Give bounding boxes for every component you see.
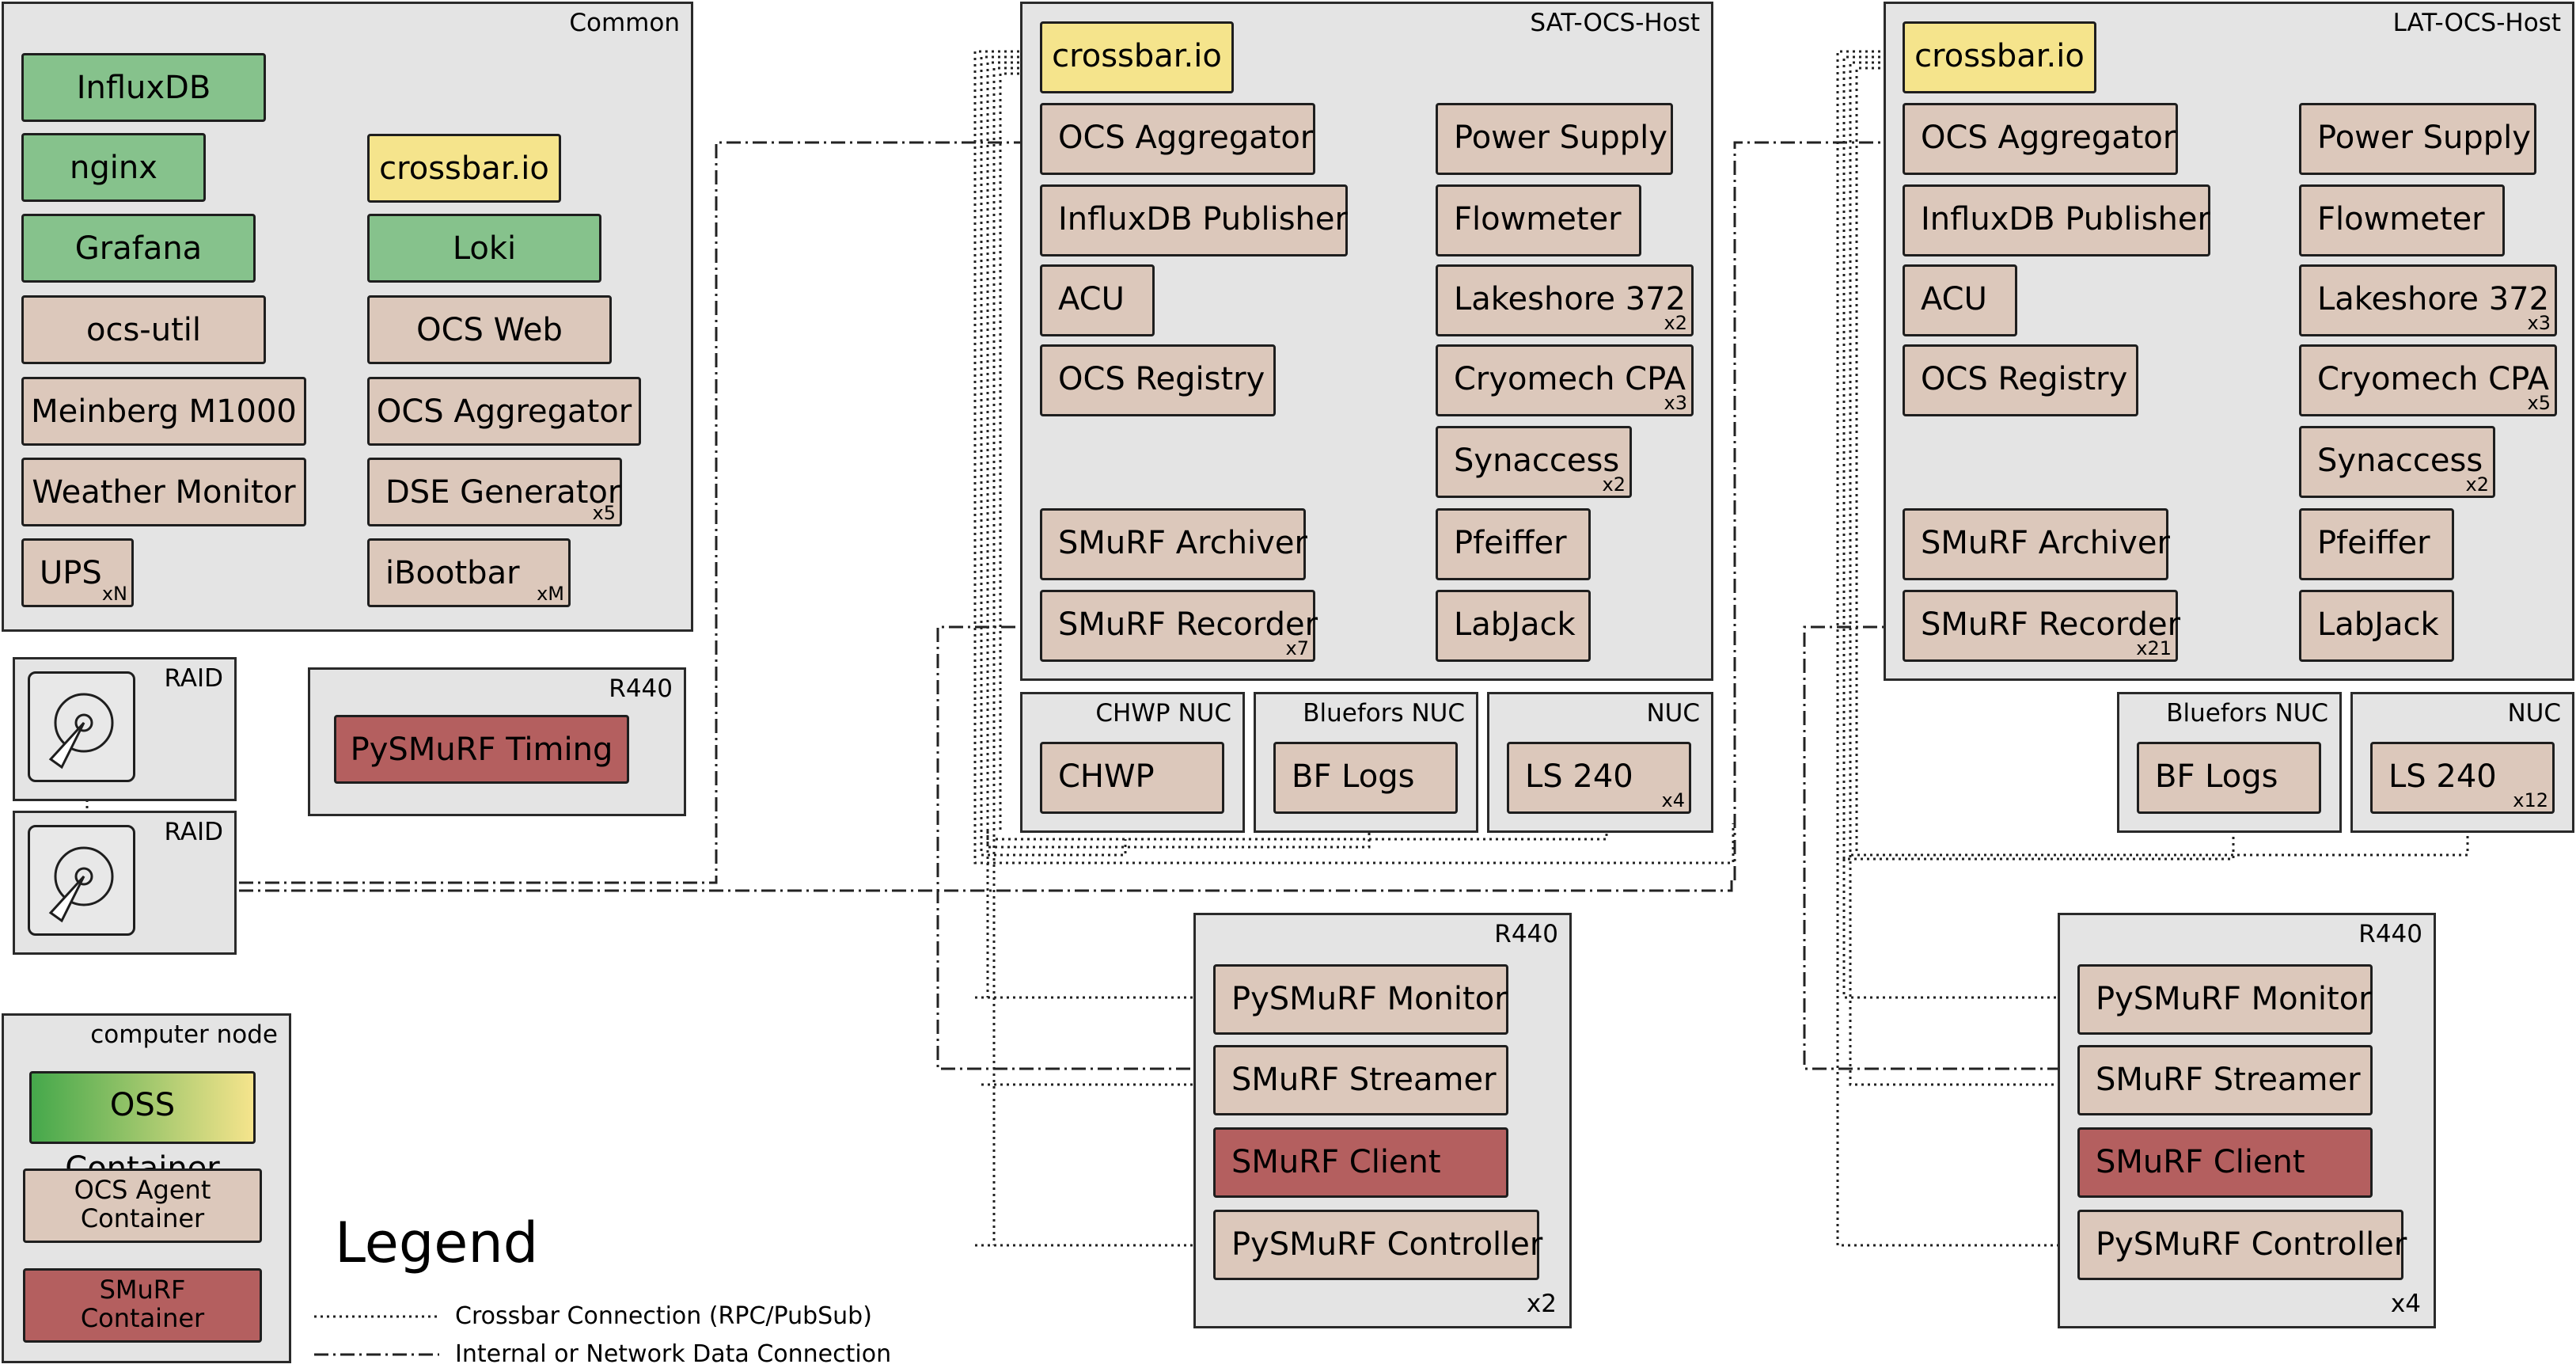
- lat-power-supply-container[interactable]: Power Supply: [2299, 103, 2536, 175]
- sat-smurf-streamer-container[interactable]: SMuRF Streamer: [1213, 1045, 1508, 1115]
- nuc-title: NUC: [2507, 699, 2561, 728]
- r440-multiplicity: x2: [1526, 1290, 1557, 1318]
- multiplicity-label: x5: [2527, 392, 2551, 414]
- legend-node-title: computer node: [90, 1020, 278, 1049]
- raid-title: RAID: [164, 818, 223, 846]
- sat-pysmurf-monitor-container[interactable]: PySMuRF Monitor: [1213, 964, 1508, 1035]
- hard-disk-icon: [28, 825, 135, 936]
- sat-flowmeter-container[interactable]: Flowmeter: [1436, 184, 1641, 256]
- lat-smurf-archiver-container[interactable]: SMuRF Archiver: [1903, 508, 2170, 580]
- ocs-util-container[interactable]: ocs-util: [21, 295, 266, 364]
- common-ocs-aggregator-container[interactable]: OCS Aggregator: [367, 377, 641, 446]
- sat-pfeiffer-container[interactable]: Pfeiffer: [1436, 508, 1591, 580]
- lat-ocs-registry-container[interactable]: OCS Registry: [1903, 344, 2138, 416]
- weather-monitor-container[interactable]: Weather Monitor: [21, 458, 306, 526]
- lat-pysmurf-controller-container[interactable]: PySMuRF Controller: [2077, 1210, 2407, 1280]
- r440-title: R440: [2358, 920, 2422, 948]
- lat-smurf-streamer-container[interactable]: SMuRF Streamer: [2077, 1045, 2373, 1115]
- lat-pysmurf-monitor-container[interactable]: PySMuRF Monitor: [2077, 964, 2373, 1035]
- sat-ocs-aggregator-container[interactable]: OCS Aggregator: [1040, 103, 1315, 175]
- legend-heading: Legend: [335, 1210, 539, 1275]
- chwp-container[interactable]: CHWP: [1040, 742, 1224, 814]
- multiplicity-label: x2: [1602, 473, 1626, 496]
- multiplicity-label: x4: [1661, 789, 1685, 811]
- multiplicity-label: x2: [1664, 312, 1687, 334]
- nuc-title: NUC: [1646, 699, 1700, 728]
- legend-crossbar-label: Crossbar Connection (RPC/PubSub): [455, 1302, 872, 1330]
- r440-multiplicity: x4: [2390, 1290, 2421, 1318]
- nginx-container[interactable]: nginx: [21, 133, 206, 202]
- multiplicity-label: x2: [2465, 473, 2489, 496]
- sat-ocs-registry-container[interactable]: OCS Registry: [1040, 344, 1276, 416]
- lat-crossbar-container[interactable]: crossbar.io: [1903, 21, 2096, 93]
- raid-title: RAID: [164, 664, 223, 693]
- sat-bf-logs-container[interactable]: BF Logs: [1273, 742, 1458, 814]
- legend-oss-container: OSS Container: [29, 1071, 256, 1187]
- influxdb-container[interactable]: InfluxDB: [21, 53, 266, 122]
- sat-power-supply-container[interactable]: Power Supply: [1436, 103, 1673, 175]
- lat-pfeiffer-container[interactable]: Pfeiffer: [2299, 508, 2454, 580]
- multiplicity-label: x3: [1664, 392, 1687, 414]
- multiplicity-label: xN: [101, 583, 127, 605]
- legend-data-label: Internal or Network Data Connection: [455, 1340, 892, 1368]
- multiplicity-label: x3: [2527, 312, 2551, 334]
- lat-labjack-container[interactable]: LabJack: [2299, 590, 2454, 662]
- pysmurf-timing-container[interactable]: PySMuRF Timing: [334, 715, 629, 784]
- multiplicity-label: x12: [2513, 789, 2548, 811]
- sat-pysmurf-controller-container[interactable]: PySMuRF Controller: [1213, 1210, 1542, 1280]
- common-title: Common: [569, 9, 680, 37]
- multiplicity-label: x5: [592, 502, 616, 524]
- sat-crossbar-container[interactable]: crossbar.io: [1040, 21, 1234, 93]
- lat-influxdb-publisher-container[interactable]: InfluxDB Publisher: [1903, 184, 2210, 256]
- meinberg-container[interactable]: Meinberg M1000: [21, 377, 306, 446]
- lat-title: LAT-OCS-Host: [2392, 9, 2561, 37]
- lat-acu-container[interactable]: ACU: [1903, 264, 2017, 336]
- multiplicity-label: xM: [537, 583, 564, 605]
- nuc-title: Bluefors NUC: [2166, 699, 2328, 728]
- multiplicity-label: x7: [1285, 637, 1309, 659]
- r440-title: R440: [1494, 920, 1558, 948]
- r440-title: R440: [609, 674, 673, 703]
- sat-influxdb-publisher-container[interactable]: InfluxDB Publisher: [1040, 184, 1348, 256]
- sat-title: SAT-OCS-Host: [1530, 9, 1700, 37]
- sat-smurf-archiver-container[interactable]: SMuRF Archiver: [1040, 508, 1307, 580]
- lat-ocs-aggregator-container[interactable]: OCS Aggregator: [1903, 103, 2178, 175]
- hard-disk-icon: [28, 671, 135, 782]
- common-crossbar-container[interactable]: crossbar.io: [367, 134, 561, 203]
- grafana-container[interactable]: Grafana: [21, 214, 256, 283]
- lat-bf-logs-container[interactable]: BF Logs: [2137, 742, 2321, 814]
- nuc-title: Bluefors NUC: [1303, 699, 1465, 728]
- ocs-web-container[interactable]: OCS Web: [367, 295, 612, 364]
- sat-acu-container[interactable]: ACU: [1040, 264, 1155, 336]
- loki-container[interactable]: Loki: [367, 214, 601, 283]
- nuc-title: CHWP NUC: [1095, 699, 1231, 728]
- lat-smurf-client-container[interactable]: SMuRF Client: [2077, 1127, 2373, 1198]
- multiplicity-label: x21: [2136, 637, 2172, 659]
- lat-flowmeter-container[interactable]: Flowmeter: [2299, 184, 2505, 256]
- sat-smurf-client-container[interactable]: SMuRF Client: [1213, 1127, 1508, 1198]
- sat-labjack-container[interactable]: LabJack: [1436, 590, 1591, 662]
